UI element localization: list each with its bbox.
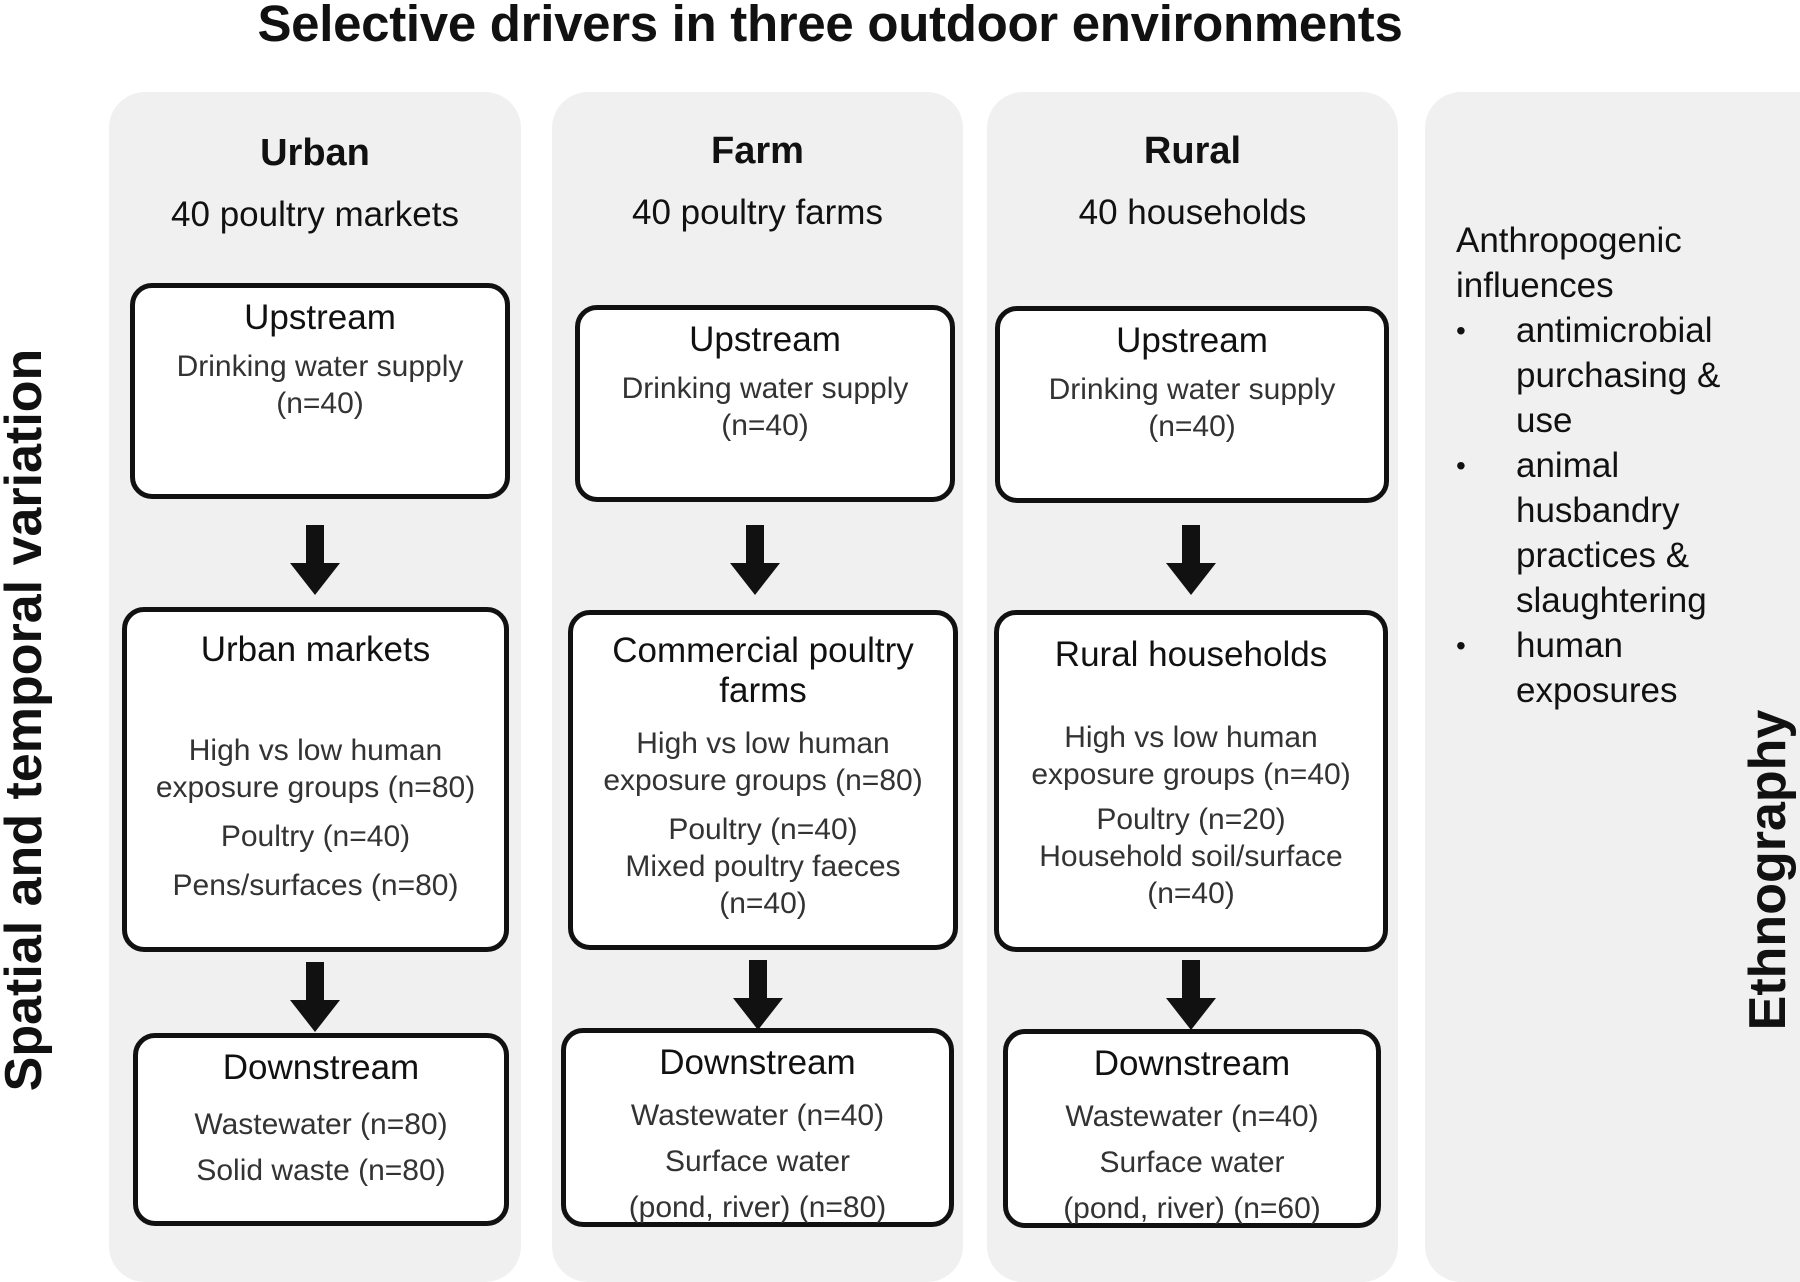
down-arrow-icon: [1166, 525, 1216, 595]
down-arrow-icon: [290, 525, 340, 595]
box-title: Downstream: [222, 1048, 420, 1087]
middle-box: Urban markets High vs low human exposure…: [122, 607, 509, 952]
box-line: exposure groups (n=80): [155, 771, 476, 804]
box-line: Household soil/surface: [1039, 840, 1343, 873]
box-line: Poultry (n=20): [1096, 803, 1286, 836]
ethnography-heading: Anthropogenic influences: [1456, 221, 1682, 305]
list-item: antimicrobial purchasing & use: [1456, 308, 1756, 443]
box-line: Drinking water supply: [1048, 373, 1336, 406]
box-line: Poultry (n=40): [668, 813, 858, 846]
column-title: Rural: [1143, 130, 1242, 172]
box-line: Wastewater (n=40): [1065, 1100, 1319, 1133]
column-subtitle: 40 poultry farms: [632, 193, 883, 232]
box-line: (pond, river) (n=80): [628, 1191, 887, 1224]
upstream-box: Upstream Drinking water supply (n=40): [575, 305, 955, 502]
ethnography-list: antimicrobial purchasing & use animal hu…: [1456, 308, 1756, 713]
list-item: animal husbandry practices & slaughterin…: [1456, 443, 1756, 623]
downstream-box: Downstream Wastewater (n=80) Solid waste…: [133, 1033, 509, 1226]
box-line: (n=40): [721, 409, 809, 442]
upstream-box: Upstream Drinking water supply (n=40): [130, 283, 510, 499]
box-title: Downstream: [659, 1043, 856, 1082]
down-arrow-icon: [1166, 960, 1216, 1030]
box-line: Wastewater (n=40): [630, 1099, 885, 1132]
middle-box: Commercial poultry farms High vs low hum…: [568, 610, 958, 950]
box-line: (n=40): [719, 887, 807, 920]
list-item: human exposures: [1456, 623, 1756, 713]
box-title: Urban markets: [200, 630, 431, 669]
box-line: (n=40): [276, 387, 364, 420]
diagram-title: Selective drivers in three outdoor envir…: [257, 0, 1403, 52]
column-subtitle: 40 households: [1078, 193, 1307, 232]
box-line: exposure groups (n=40): [1031, 758, 1351, 791]
box-line: Surface water: [1099, 1146, 1285, 1179]
box-title: Upstream: [689, 320, 841, 359]
column-subtitle: 40 poultry markets: [171, 195, 459, 234]
box-title: Upstream: [244, 298, 396, 337]
box-line: Wastewater (n=80): [194, 1108, 448, 1141]
down-arrow-icon: [733, 960, 783, 1030]
box-title: Commercial poultry farms: [612, 631, 914, 710]
downstream-box: Downstream Wastewater (n=40) Surface wat…: [1003, 1029, 1381, 1228]
down-arrow-icon: [730, 525, 780, 595]
ethnography-notes: Anthropogenic influences antimicrobial p…: [1456, 218, 1756, 713]
upstream-box: Upstream Drinking water supply (n=40): [995, 306, 1389, 503]
box-line: Solid waste (n=80): [196, 1154, 446, 1187]
ethnography-label-text: Ethnography: [1739, 709, 1797, 1031]
box-line: Poultry (n=40): [220, 820, 411, 853]
box-line: High vs low human: [188, 734, 443, 767]
down-arrow-icon: [290, 962, 340, 1032]
box-line: High vs low human: [636, 727, 890, 760]
box-title: Rural households: [1054, 635, 1328, 674]
downstream-box: Downstream Wastewater (n=40) Surface wat…: [561, 1028, 954, 1227]
box-line: Surface water: [664, 1145, 851, 1178]
column-title: Urban: [260, 132, 370, 174]
box-title: Downstream: [1093, 1044, 1291, 1083]
box-title: Upstream: [1116, 321, 1268, 360]
box-line: High vs low human: [1064, 721, 1318, 754]
box-line: (pond, river) (n=60): [1063, 1192, 1321, 1225]
box-line: Drinking water supply: [176, 350, 464, 383]
column-title: Farm: [711, 130, 804, 172]
box-line: (n=40): [1147, 877, 1235, 910]
box-line: (n=40): [1148, 410, 1236, 443]
middle-box: Rural households High vs low human expos…: [994, 610, 1388, 952]
box-line: Drinking water supply: [621, 372, 909, 405]
box-line: exposure groups (n=80): [603, 764, 923, 797]
box-line: Pens/surfaces (n=80): [172, 869, 459, 902]
box-line: Mixed poultry faeces: [625, 850, 901, 883]
side-axis-label-text: Spatial and temporal variation: [0, 348, 53, 1092]
